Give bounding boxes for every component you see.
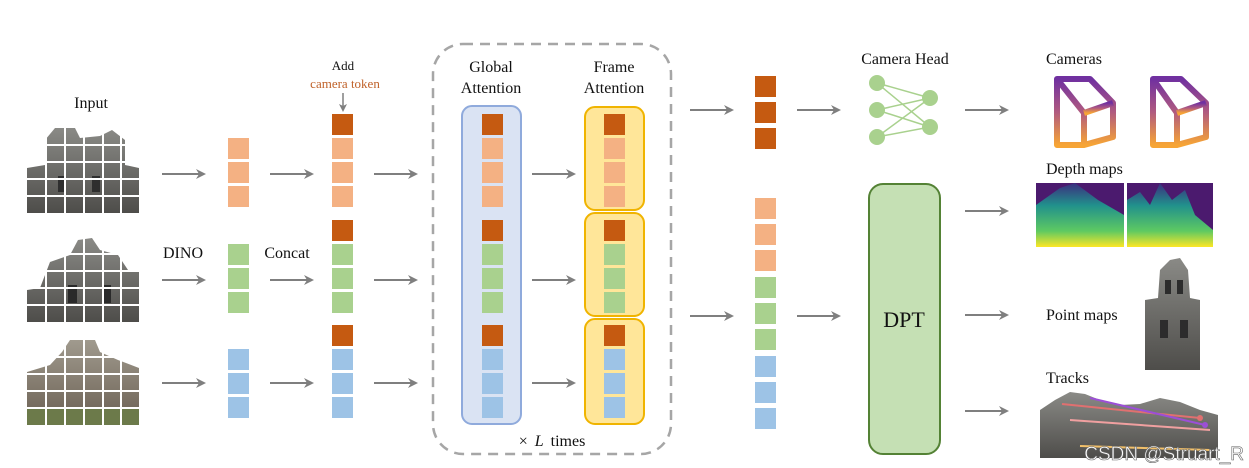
concat-tokens-frame-3 <box>332 325 353 418</box>
add-label: Add <box>332 58 355 73</box>
concat-label: Concat <box>264 245 310 262</box>
depth-map-2 <box>1127 183 1213 247</box>
tracks-label: Tracks <box>1046 370 1089 387</box>
frame-attention-tokens <box>604 114 625 418</box>
global-attention-label-line2: Attention <box>461 80 521 97</box>
cameras-label: Cameras <box>1046 51 1102 68</box>
dino-tokens-frame-3 <box>228 349 249 418</box>
dino-label: DINO <box>163 245 203 262</box>
camera-token-label: camera token <box>310 76 380 91</box>
output-camera-tokens <box>755 76 776 149</box>
dino-tokens-frame-1 <box>228 138 249 207</box>
frame-attention-label-line2: Attention <box>584 80 644 97</box>
point-map-building <box>1145 258 1200 370</box>
dpt-label: DPT <box>883 307 925 332</box>
depth-map-1 <box>1036 183 1124 247</box>
frame-attention-label-line1: Frame <box>594 59 635 76</box>
dpt-head-block <box>868 183 941 455</box>
dino-tokens-frame-2 <box>228 244 249 313</box>
depth-maps-label: Depth maps <box>1046 161 1123 178</box>
point-maps-label: Point maps <box>1046 307 1118 324</box>
camera-head-label: Camera Head <box>861 51 949 68</box>
input-frame-1-photo <box>27 128 139 213</box>
camera-frustum-icon <box>1054 76 1116 148</box>
watermark-text: CSDN @Struart_R <box>1084 444 1244 465</box>
camera-frustum-icon <box>1150 76 1209 148</box>
output-image-tokens <box>755 198 776 429</box>
alternating-attention-block <box>431 42 673 456</box>
input-frame-3-photo <box>27 340 139 425</box>
global-attention-tokens <box>482 114 503 418</box>
input-label: Input <box>74 95 108 112</box>
repeat-count-label: × L times <box>519 433 586 450</box>
frame-attention-panel-3 <box>584 318 645 425</box>
global-attention-label-line1: Global <box>469 59 513 76</box>
input-frame-2-photo <box>27 237 139 322</box>
tracks-image <box>1040 392 1218 458</box>
mlp-network-icon <box>869 75 938 145</box>
concat-tokens-frame-2 <box>332 220 353 313</box>
concat-tokens-frame-1 <box>332 114 353 207</box>
